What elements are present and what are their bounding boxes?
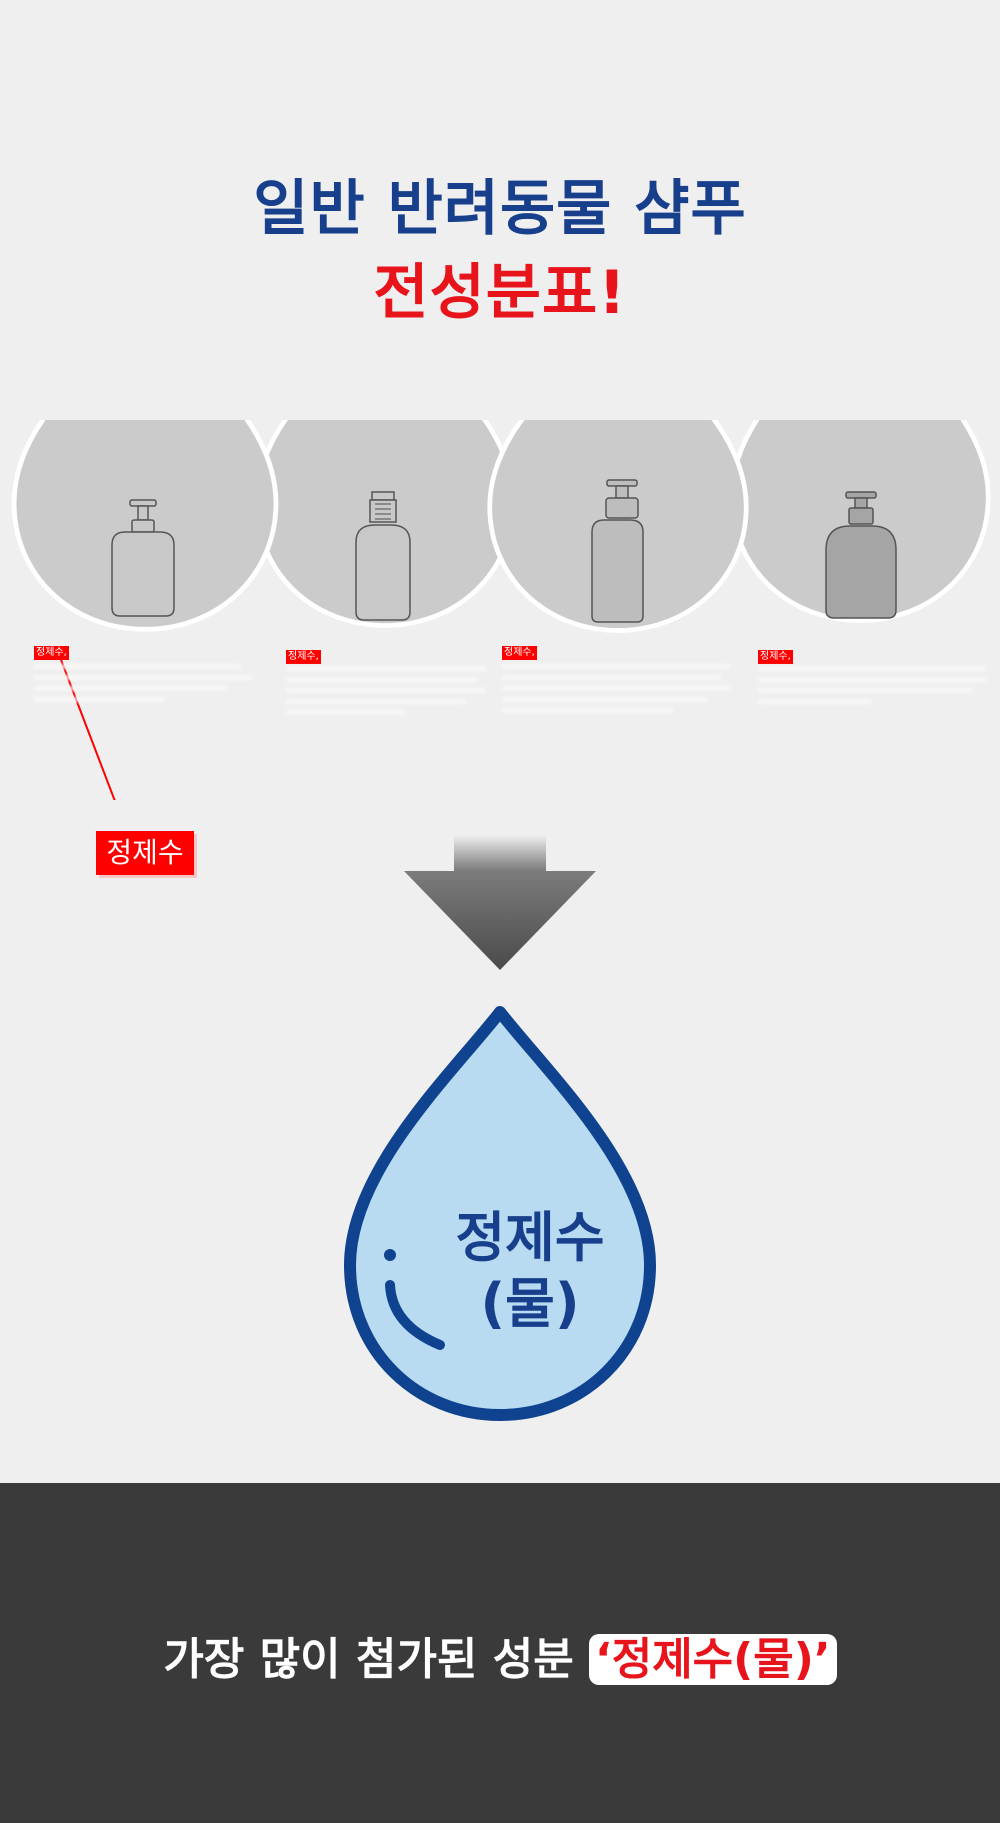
ingredient-tag-1: 정제수, bbox=[34, 646, 69, 660]
blurred-ingredients-3 bbox=[502, 664, 730, 719]
shampoo-drops-row: 정제수, 정제수, 정제수, 정제수, bbox=[0, 420, 1000, 800]
big-drop-label-line2: (물) bbox=[480, 1272, 580, 1335]
down-arrow-icon bbox=[404, 835, 596, 970]
callout-line bbox=[57, 651, 116, 800]
drops-illustration bbox=[0, 420, 1000, 800]
headline-line2: 전성분표! bbox=[373, 258, 627, 328]
pump-bottle-icon bbox=[111, 499, 175, 617]
footer-message: 가장 많이 첨가된 성분 ‘정제수(물)’ bbox=[0, 1623, 1000, 1687]
ingredient-tag-4: 정제수, bbox=[758, 650, 793, 664]
ingredient-tag-3: 정제수, bbox=[502, 646, 537, 660]
footer-prefix: 가장 많이 첨가된 성분 bbox=[163, 1634, 589, 1685]
blurred-ingredients-4 bbox=[758, 666, 986, 710]
blurred-ingredients-1 bbox=[34, 664, 252, 708]
big-drop-label-line1: 정제수 bbox=[455, 1206, 605, 1269]
headline-line1: 일반 반려동물 샴푸 bbox=[253, 174, 747, 244]
water-drop-icon bbox=[344, 1006, 656, 1421]
ingredient-tag-2: 정제수, bbox=[286, 650, 321, 664]
footer-band: 가장 많이 첨가된 성분 ‘정제수(물)’ bbox=[0, 1483, 1000, 1823]
screw-bottle-icon bbox=[355, 491, 411, 621]
tall-pump-bottle-icon bbox=[591, 479, 644, 623]
blurred-ingredients-2 bbox=[286, 666, 486, 721]
footer-highlight: ‘정제수(물)’ bbox=[589, 1634, 837, 1685]
callout-purified-water: 정제수 bbox=[96, 831, 194, 875]
dark-pump-bottle-icon bbox=[825, 491, 897, 619]
